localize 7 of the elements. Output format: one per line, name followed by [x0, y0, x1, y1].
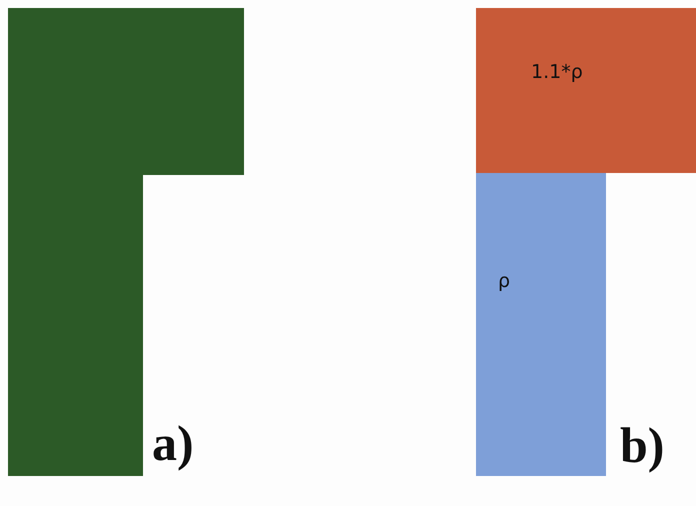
colored-block: [476, 8, 696, 173]
panel-label: a): [152, 418, 194, 468]
panel-label: b): [620, 420, 664, 470]
l-shaped-block: [8, 8, 244, 476]
block-label: 1.1*ρ: [531, 61, 583, 83]
block-label: ρ: [498, 270, 510, 292]
colored-block: [476, 173, 606, 476]
